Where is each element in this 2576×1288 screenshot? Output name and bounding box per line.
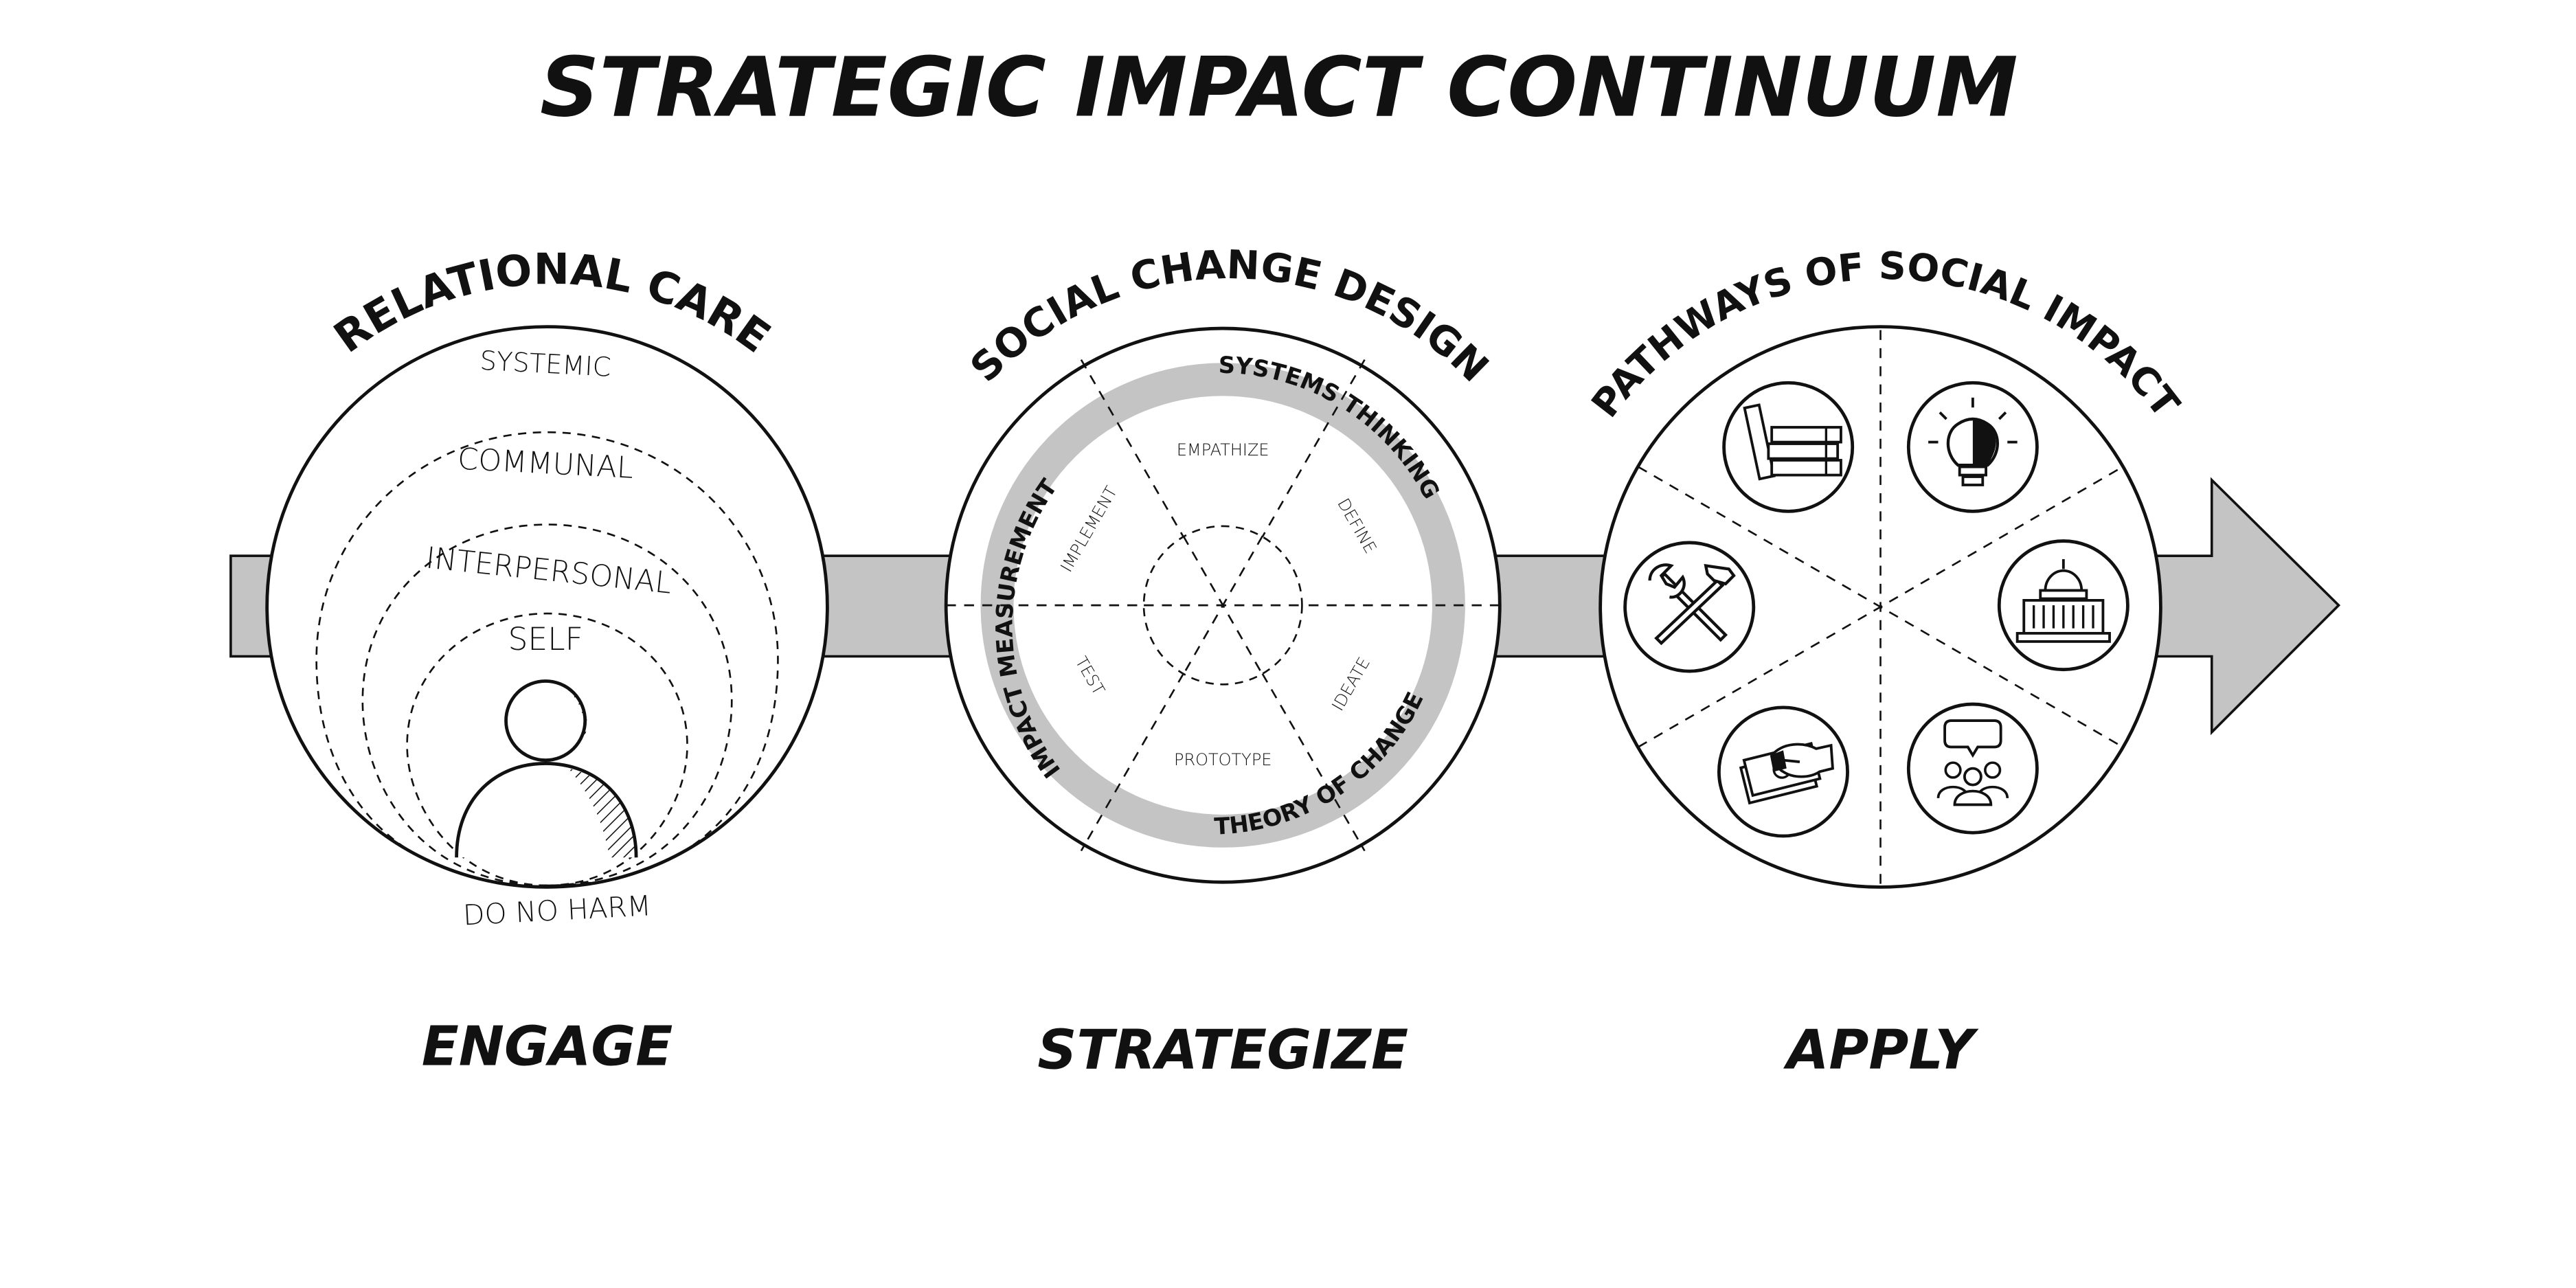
care-level-rings bbox=[315, 431, 779, 887]
step-empathize: EMPATHIZE bbox=[1177, 440, 1269, 460]
relational-care-circle bbox=[265, 325, 829, 889]
community-dialogue-icon bbox=[1906, 702, 2039, 835]
phase-apply: APPLY bbox=[1783, 1018, 1979, 1081]
arrow-connector-segment bbox=[1487, 554, 1610, 658]
design-band-ring bbox=[980, 363, 1465, 848]
arrow-head bbox=[2141, 477, 2341, 736]
care-level-systemic: SYSTEMIC bbox=[479, 346, 611, 383]
care-level-self: SELF bbox=[508, 621, 583, 657]
do-no-harm-label: DO NO HARM bbox=[462, 889, 652, 931]
pathway-dividers bbox=[1638, 330, 2123, 888]
phase-strategize: STRATEGIZE bbox=[1037, 1018, 1408, 1081]
capitol-building-icon bbox=[1997, 539, 2129, 672]
books-icon bbox=[1722, 381, 1855, 513]
continuum-arrow bbox=[229, 477, 2341, 736]
tools-icon bbox=[1623, 541, 1756, 673]
step-prototype: PROTOTYPE bbox=[1174, 750, 1272, 769]
page-title: STRATEGIC IMPACT CONTINUUM bbox=[540, 41, 2018, 136]
relational-care-section: RELATIONAL CARE SYSTEMIC COMMUNAL INTERP… bbox=[265, 244, 829, 1078]
pathways-section: PATHWAYS OF SOCIAL IMPACT bbox=[1583, 245, 2188, 1081]
social-change-design-section: SOCIAL CHANGE DESIGN SYSTEMS THINKING TH… bbox=[944, 242, 1502, 1081]
money-hand-icon bbox=[1717, 705, 1849, 838]
lightbulb-icon bbox=[1906, 381, 2039, 513]
phase-engage: ENGAGE bbox=[422, 1015, 673, 1078]
arrow-connector-segment bbox=[811, 554, 956, 658]
person-icon bbox=[455, 679, 638, 858]
